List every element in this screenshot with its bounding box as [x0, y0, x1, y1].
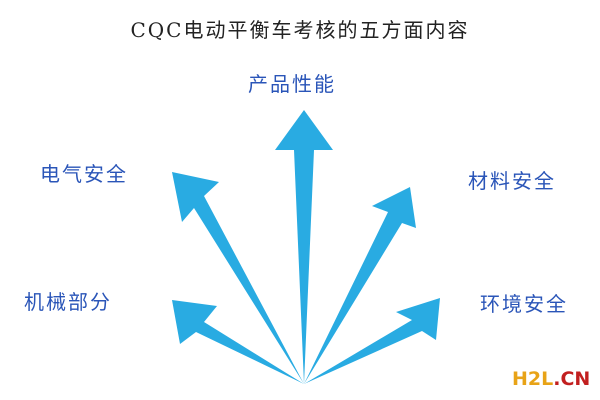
- arrow-center: [275, 110, 333, 384]
- label-product-performance: 产品性能: [248, 72, 336, 96]
- label-environmental-safety: 环境安全: [480, 292, 568, 316]
- arrow-left-upper: [172, 172, 304, 384]
- label-mechanical-part: 机械部分: [24, 290, 112, 314]
- watermark-main: H2L: [512, 368, 554, 390]
- label-electrical-safety: 电气安全: [40, 162, 128, 186]
- arrow-left-lower: [172, 300, 304, 384]
- diagram-title: CQC电动平衡车考核的五方面内容: [130, 18, 470, 42]
- watermark-suffix: .CN: [553, 368, 591, 390]
- watermark-logo: H2L.CN: [512, 368, 590, 390]
- arrow-right-upper: [304, 187, 416, 384]
- label-material-safety: 材料安全: [468, 169, 556, 193]
- arrow-right-lower: [304, 298, 440, 384]
